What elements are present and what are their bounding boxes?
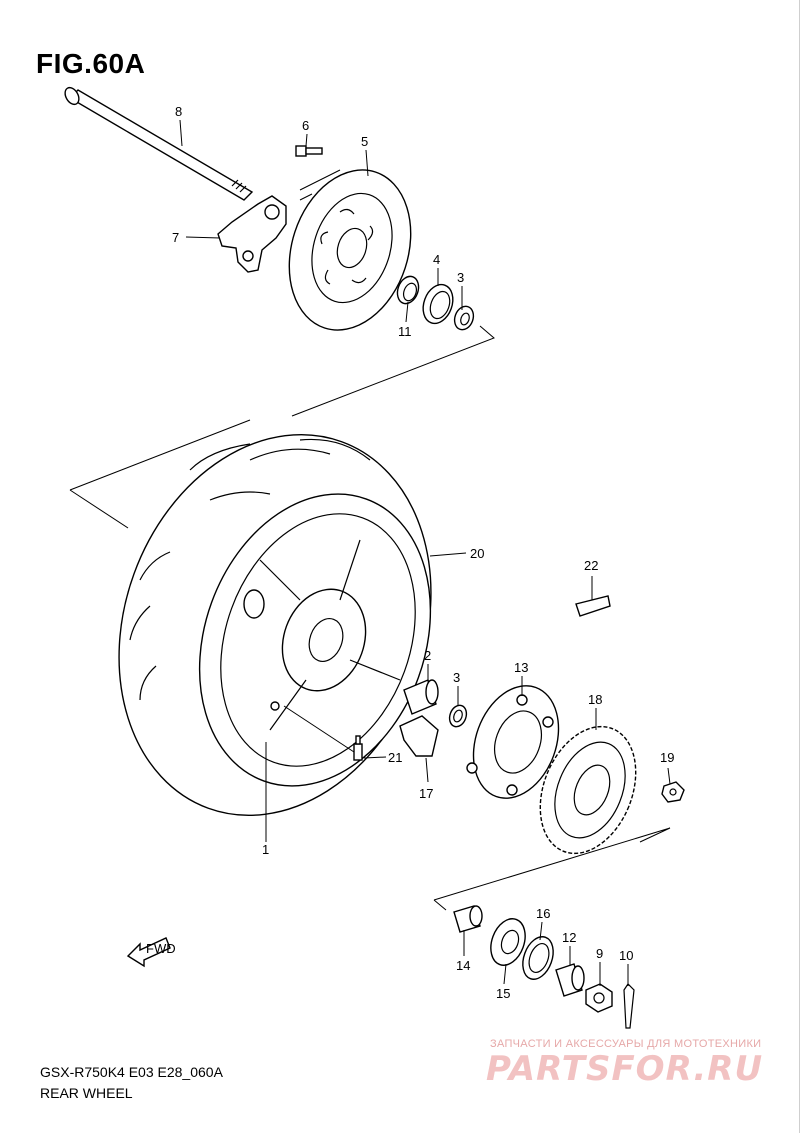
part-10-cotter-pin[interactable]: [623, 983, 635, 1029]
part-18-rear-sprocket[interactable]: [522, 712, 653, 867]
part-1-wheel-rim[interactable]: [160, 461, 469, 818]
watermark-tagline: ЗАПЧАСТИ И АКСЕССУАРЫ ДЛЯ МОТОТЕХНИКИ: [490, 1038, 762, 1050]
callout-14: 14: [456, 958, 470, 973]
fwd-arrow-icon: FWD: [126, 937, 176, 968]
part-19-sprocket-nut[interactable]: [661, 781, 685, 803]
part-12-spacer[interactable]: [555, 963, 585, 997]
callout-9: 9: [596, 946, 603, 961]
part-5-brake-disc[interactable]: [269, 154, 430, 346]
callout-12: 12: [562, 930, 576, 945]
callout-2: 2: [424, 648, 431, 663]
fwd-label: FWD: [146, 941, 176, 956]
callout-19: 19: [660, 750, 674, 765]
part-6-disc-bolt[interactable]: [295, 145, 323, 157]
figure-title: FIG.60A: [36, 48, 146, 79]
part-22-balancer[interactable]: [575, 595, 611, 617]
part-3-bearing-upper[interactable]: [451, 304, 476, 333]
part-3-bearing-lower[interactable]: [447, 703, 470, 729]
callout-17: 17: [419, 786, 433, 801]
callout-13: 13: [514, 660, 528, 675]
part-9-axle-nut[interactable]: [585, 983, 613, 1013]
part-17-cushion-damper[interactable]: [399, 715, 439, 757]
callout-4: 4: [433, 252, 440, 267]
callout-3-upper: 3: [457, 270, 464, 285]
part-11-collar[interactable]: [394, 273, 422, 306]
callout-8: 8: [175, 104, 182, 119]
part-4-oil-seal[interactable]: [418, 280, 458, 327]
callout-10: 10: [619, 948, 633, 963]
part-13-sprocket-drum[interactable]: [459, 674, 574, 810]
part-16-oil-seal[interactable]: [517, 933, 558, 984]
callout-16: 16: [536, 906, 550, 921]
watermark-logo: PARTSFOR.RU: [486, 1049, 764, 1089]
callout-21: 21: [388, 750, 402, 765]
callout-5: 5: [361, 134, 368, 149]
part-2-spacer[interactable]: [403, 679, 439, 715]
part-15-bearing[interactable]: [485, 914, 531, 970]
callout-20: 20: [470, 546, 484, 561]
part-7-caliper-bracket[interactable]: [217, 195, 287, 273]
diagram-caption: REAR WHEEL: [40, 1085, 133, 1101]
callout-22: 22: [584, 558, 598, 573]
callout-15: 15: [496, 986, 510, 1001]
callout-6: 6: [302, 118, 309, 133]
model-code: GSX-R750K4 E03 E28_060A: [40, 1064, 223, 1080]
callout-11: 11: [398, 324, 412, 339]
callout-18: 18: [588, 692, 602, 707]
callout-1: 1: [262, 842, 269, 857]
callout-7: 7: [172, 230, 179, 245]
part-8-axle[interactable]: [62, 85, 254, 201]
part-14-collar[interactable]: [453, 905, 483, 933]
callout-3-lower: 3: [453, 670, 460, 685]
